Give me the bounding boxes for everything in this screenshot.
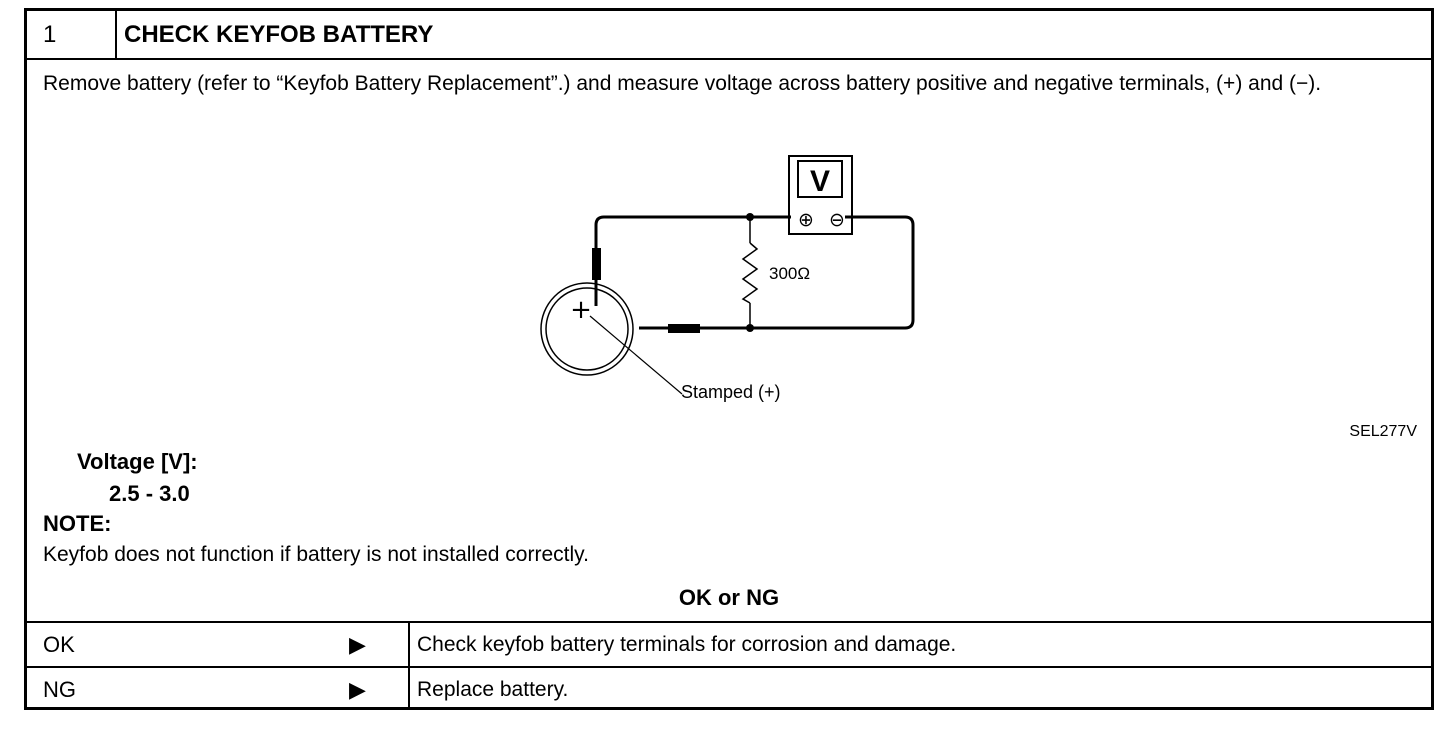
- note-text: Keyfob does not function if battery is n…: [43, 543, 589, 566]
- result-action: Check keyfob battery terminals for corro…: [417, 633, 957, 656]
- note-label: NOTE:: [43, 511, 112, 536]
- result-action: Replace battery.: [417, 678, 569, 701]
- spec-value: 2.5 - 3.0: [109, 481, 190, 506]
- positive-probe: [592, 248, 601, 280]
- step-header: 1 CHECK KEYFOB BATTERY: [27, 11, 1431, 60]
- column-divider: [408, 623, 410, 666]
- negative-probe: [668, 324, 700, 333]
- junction-dot-bottom: [746, 324, 754, 332]
- result-label: OK: [43, 632, 75, 657]
- step-title: CHECK KEYFOB BATTERY: [124, 21, 434, 48]
- arrow-right-icon: ▶: [349, 677, 366, 702]
- resistor-label: 300Ω: [769, 264, 810, 283]
- voltmeter-symbol: V: [810, 165, 830, 198]
- keyfob-battery-outer: [540, 282, 634, 376]
- battery-plus-mark: +: [570, 295, 592, 325]
- negative-lead-wire: [639, 215, 915, 330]
- circuit-diagram: V ⊕ ⊖ 300Ω + Stamped (+): [540, 155, 915, 402]
- voltmeter-display: [797, 160, 843, 198]
- step-number: 1: [27, 11, 117, 58]
- figure-code: SEL277V: [1349, 423, 1417, 440]
- junction-dot-top: [746, 213, 754, 221]
- result-label: NG: [43, 677, 76, 702]
- meter-minus-terminal-icon: ⊖: [829, 209, 845, 231]
- meter-plus-terminal-icon: ⊕: [798, 209, 814, 231]
- resistor-symbol: [741, 242, 759, 304]
- result-row-ng: NG ▶ Replace battery.: [27, 666, 1431, 710]
- result-row-ok: OK ▶ Check keyfob battery terminals for …: [27, 621, 1431, 666]
- keyfob-battery-inner: [545, 287, 629, 371]
- diagnostic-step-table: 1 CHECK KEYFOB BATTERY Remove battery (r…: [24, 8, 1434, 710]
- instruction-text: Remove battery (refer to “Keyfob Battery…: [43, 72, 1322, 95]
- result-heading: OK or NG: [678, 585, 780, 610]
- spec-label: Voltage [V]:: [77, 449, 198, 474]
- stamped-callout-line: [589, 315, 683, 395]
- stamped-label: Stamped (+): [681, 382, 781, 402]
- column-divider: [408, 668, 410, 710]
- positive-lead-wire: [594, 215, 791, 256]
- arrow-right-icon: ▶: [349, 632, 366, 657]
